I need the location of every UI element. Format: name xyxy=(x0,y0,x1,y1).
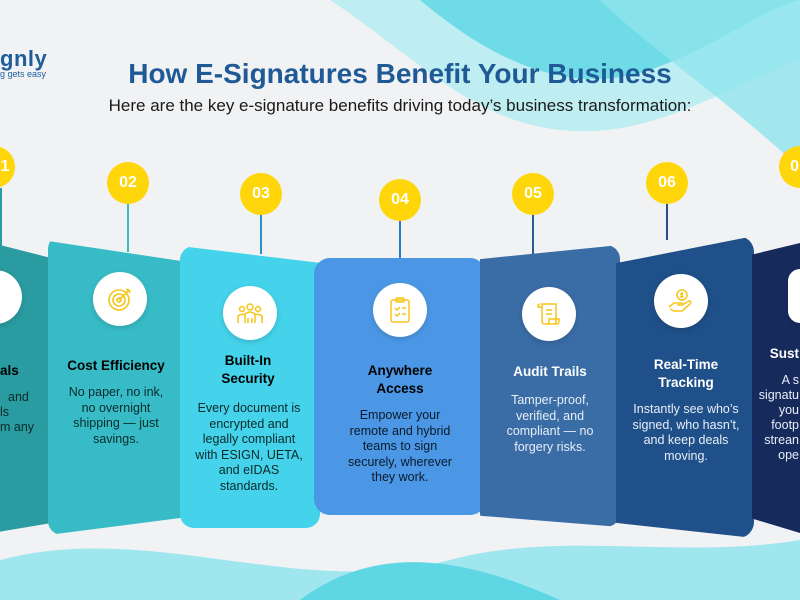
desc-line: and xyxy=(8,390,29,404)
benefit-card-5: Audit Trails Tamper-proof, verified, and… xyxy=(480,245,620,527)
step-number-2: 02 xyxy=(107,162,149,204)
card-title: Built-In Security xyxy=(221,353,275,386)
desc-line: A s xyxy=(781,373,799,387)
step-number-3: 03 xyxy=(240,173,282,215)
benefit-card-3: Built-In Security Every document is encr… xyxy=(180,246,320,528)
desc-line: signatu xyxy=(758,388,799,402)
clipboard-icon xyxy=(373,283,427,337)
benefit-card-4: Anywhere Access Empower your remote and … xyxy=(314,258,486,515)
card-description: Every document is encrypted and legally … xyxy=(195,401,303,493)
logo-tagline: g gets easy xyxy=(0,69,47,79)
card-description: No paper, no ink, no overnight shipping … xyxy=(68,385,164,446)
desc-line: strean xyxy=(764,433,799,447)
page-subtitle: Here are the key e-signature benefits dr… xyxy=(108,96,692,115)
card-description: Tamper-proof, verified, and compliant — … xyxy=(506,393,594,454)
benefit-card-7: Sust A s signatu you footp strean ope xyxy=(752,243,800,533)
card-description: Empower your remote and hybrid teams to … xyxy=(348,408,452,484)
card-title: Sust xyxy=(769,346,799,361)
desc-line: you xyxy=(778,403,799,417)
card-title: Real-Time Tracking xyxy=(653,357,719,390)
team-icon xyxy=(223,286,277,340)
logo: gnly g gets easy xyxy=(0,46,47,79)
step-number-4: 04 xyxy=(379,179,421,221)
logo-name: gnly xyxy=(0,46,48,71)
card-description: Instantly see who’s signed, who hasn’t, … xyxy=(632,402,740,463)
card-title: Audit Trails xyxy=(513,364,587,379)
step-number-6: 06 xyxy=(646,162,688,204)
step-number-1: 1 xyxy=(0,146,15,188)
desc-line: ls xyxy=(0,405,10,419)
benefit-card-2: Cost Efficiency No paper, no ink, no ove… xyxy=(48,235,188,535)
partial-icon xyxy=(0,270,22,324)
step-number-7: 0 xyxy=(779,146,800,188)
partial-icon xyxy=(788,269,800,323)
card-title: als xyxy=(0,363,19,378)
card-title: Anywhere Access xyxy=(367,363,433,396)
scroll-icon xyxy=(522,287,576,341)
step-number-5: 05 xyxy=(512,173,554,215)
benefit-card-1: als and ls m any xyxy=(0,240,50,535)
desc-line: footp xyxy=(771,418,799,432)
desc-line: ope xyxy=(778,448,799,462)
page-title: How E-Signatures Benefit Your Business xyxy=(128,58,672,89)
card-title: Cost Efficiency xyxy=(67,358,165,373)
desc-line: m any xyxy=(0,420,35,434)
money-hand-icon xyxy=(654,274,708,328)
benefit-card-6: Real-Time Tracking Instantly see who’s s… xyxy=(616,236,754,538)
target-icon xyxy=(93,272,147,326)
